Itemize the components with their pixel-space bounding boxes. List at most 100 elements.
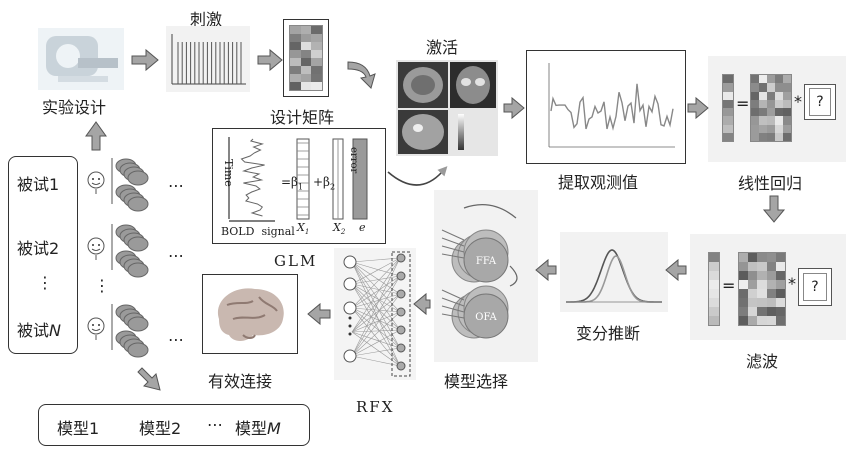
grid-cell — [739, 289, 749, 298]
glm-e-label: e — [359, 221, 366, 234]
rfx-edge — [351, 283, 401, 367]
grid-cell — [290, 34, 301, 42]
subject-2-label: 被试2 — [17, 239, 60, 258]
dcm-arc — [463, 204, 517, 219]
extract-values-label: 提取观测值 — [558, 173, 639, 192]
grid-cell — [723, 124, 733, 133]
regression-unknown-box: ? — [804, 84, 836, 120]
dcm-node — [463, 237, 509, 283]
subject-brain-node — [127, 342, 149, 358]
model-selection-label: 模型选择 — [444, 372, 509, 391]
glm-beta2-sub: 2 — [330, 182, 336, 192]
grid-cell — [766, 253, 776, 262]
grid-cell — [775, 132, 783, 141]
glm-x2: X2 — [333, 221, 345, 236]
model-1-label: 模型1 — [57, 419, 100, 438]
grid-cell — [311, 26, 322, 34]
arrow-rfx-to-conn — [307, 302, 331, 326]
subject-n-prefix: 被试 — [17, 321, 50, 340]
glm-equation-graphic — [228, 137, 368, 222]
glm-bold-label: BOLD signal — [221, 225, 295, 238]
grid-cell — [775, 124, 783, 133]
subject-dots: ⋮ — [37, 273, 53, 292]
activation-label: 激活 — [426, 38, 459, 57]
regression-times-sign: * — [794, 92, 802, 111]
grid-cell — [311, 34, 322, 42]
grid-cell — [748, 271, 758, 280]
grid-cell — [775, 271, 785, 280]
experiment-design-label: 实验设计 — [42, 98, 107, 117]
regression-y-vector — [722, 74, 734, 142]
subject-vdots: ⋮ — [94, 276, 110, 295]
arrow-vb-to-model — [535, 258, 557, 282]
grid-cell — [775, 108, 783, 117]
grid-cell — [300, 26, 312, 34]
grid-cell — [775, 75, 783, 84]
dcm-input-line — [441, 305, 465, 313]
grid-cell — [723, 91, 733, 100]
rfx-edge — [351, 257, 401, 309]
rfx-edge — [351, 261, 401, 349]
rfx-subject-node — [343, 349, 357, 363]
grid-cell — [766, 307, 776, 316]
grid-cell — [300, 66, 312, 74]
grid-cell — [300, 50, 312, 58]
filtering-label: 滤波 — [746, 352, 779, 371]
rfx-edge — [351, 329, 401, 333]
glm-frame: Time BOLD signal =β1 +β2 X1 X2 error e — [212, 128, 386, 244]
glm-x1-text: X — [297, 221, 305, 234]
filter-design-grid — [738, 252, 786, 326]
grid-cell — [751, 75, 759, 84]
grid-cell — [766, 271, 776, 280]
grid-cell — [759, 124, 767, 133]
grid-cell — [751, 116, 759, 125]
design-matrix-label: 设计矩阵 — [270, 108, 335, 127]
subject-face-icon — [87, 237, 105, 255]
glm-error-label: error — [348, 147, 359, 174]
grid-cell — [767, 132, 775, 141]
grid-cell — [767, 108, 775, 117]
grid-cell — [300, 34, 312, 42]
glm-bold-signal — [240, 138, 265, 217]
grid-cell — [290, 58, 301, 66]
grid-cell — [290, 50, 301, 58]
arrow-obs-to-regression — [687, 96, 709, 120]
rfx-edge — [351, 293, 401, 309]
regression-unknown-inner: ? — [809, 88, 831, 116]
glm-beta1: =β1 — [281, 175, 303, 191]
model-m-label: 模型M — [235, 415, 281, 439]
stimulus-plot — [166, 26, 250, 92]
grid-cell — [723, 132, 733, 141]
timeseries-line — [550, 83, 674, 131]
grid-cell — [739, 316, 749, 325]
grid-cell — [709, 298, 719, 307]
grid-cell — [783, 116, 791, 125]
grid-cell — [757, 271, 767, 280]
grid-cell — [748, 289, 758, 298]
filter-times-sign: * — [788, 274, 796, 293]
subject-brain-node — [127, 316, 149, 332]
glm-time-label: Time — [222, 159, 235, 187]
glm-beta1-sub: 1 — [298, 182, 304, 192]
grid-cell — [739, 271, 749, 280]
rfx-label: RFX — [356, 398, 395, 416]
glm-bold-text: BOLD — [221, 225, 255, 238]
hdots-row-3: ⋯ — [168, 330, 184, 349]
grid-cell — [748, 307, 758, 316]
grid-cell — [709, 316, 719, 325]
grid-cell — [775, 316, 785, 325]
grid-cell — [290, 82, 301, 90]
grid-cell — [767, 75, 775, 84]
subject-face-icon — [87, 171, 105, 189]
grid-cell — [748, 316, 758, 325]
design-matrix-frame — [283, 19, 329, 97]
subject-n-label: 被试N — [17, 317, 61, 341]
linear-regression-label: 线性回归 — [738, 174, 803, 193]
glm-signal-text: signal — [261, 225, 295, 238]
grid-cell — [311, 58, 322, 66]
grid-cell — [783, 108, 791, 117]
grid-cell — [775, 289, 785, 298]
glm-label: GLM — [274, 252, 318, 270]
dcm-input-line — [441, 245, 465, 253]
